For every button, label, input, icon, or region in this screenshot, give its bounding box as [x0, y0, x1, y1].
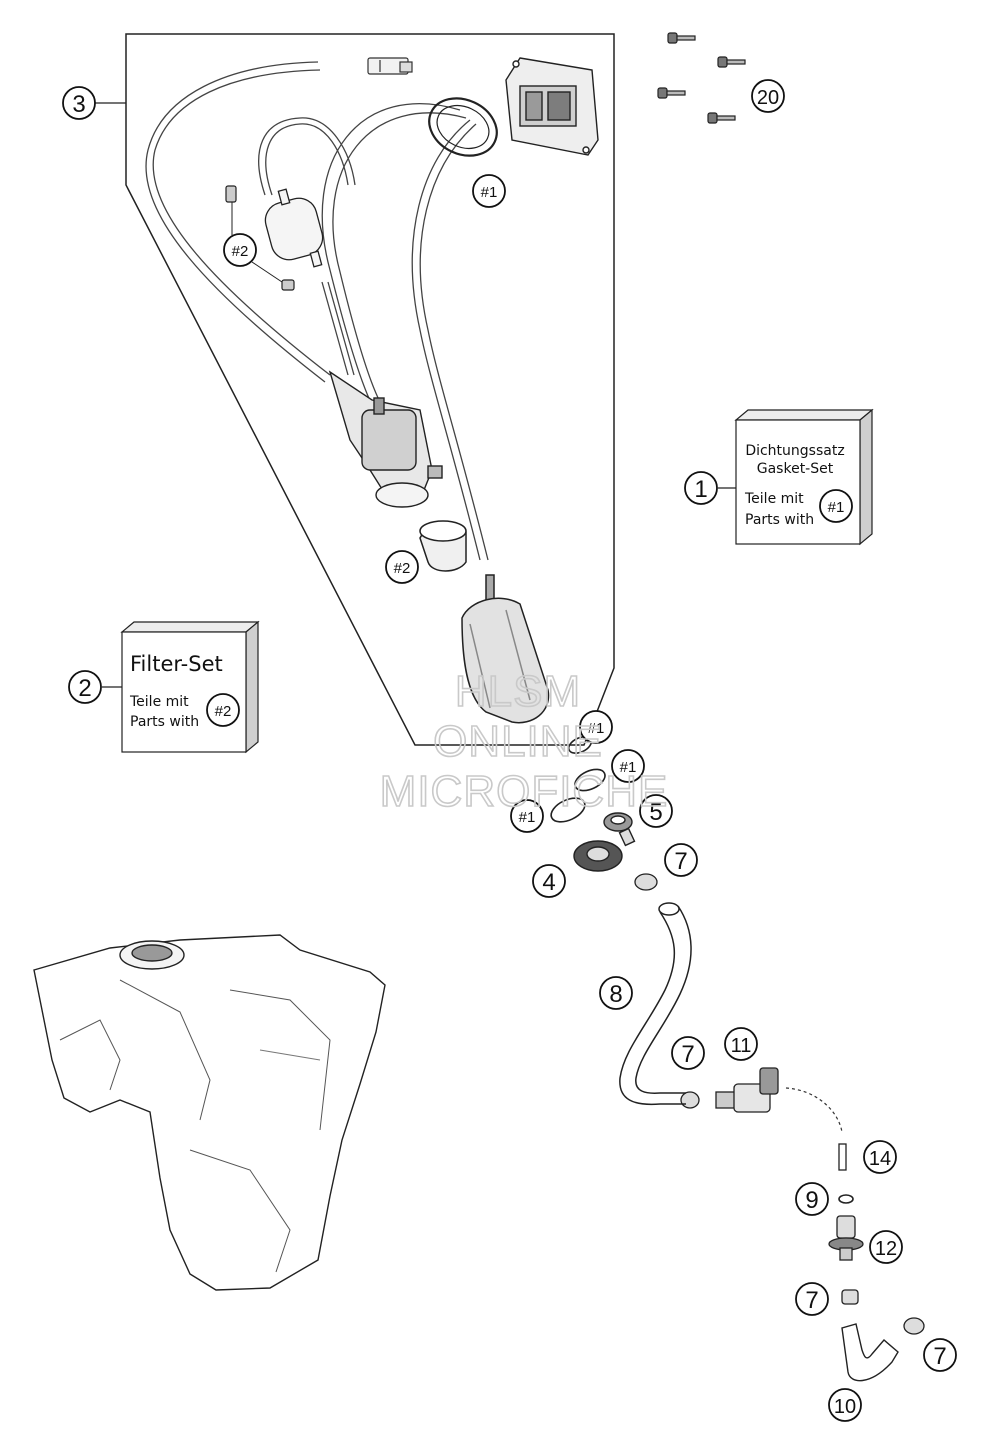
grommet-part — [603, 812, 636, 847]
quick-connector — [715, 1067, 779, 1113]
svg-text:#2: #2 — [394, 560, 411, 577]
gasket-box-line3: Teile mit — [744, 491, 804, 507]
svg-text:5: 5 — [649, 799, 662, 826]
gasket-box-line1: Dichtungssatz — [745, 443, 844, 459]
callout-7-d: 7 — [923, 1338, 957, 1372]
filter-box-line1: Teile mit — [129, 694, 189, 710]
callout-12: 12 — [869, 1230, 903, 1264]
filter-box-title: Filter-Set — [130, 652, 223, 676]
callout-7-a: 7 — [664, 843, 698, 877]
callout-hash2-filter: #2 — [223, 202, 283, 283]
svg-text:20: 20 — [757, 87, 779, 109]
svg-text:12: 12 — [875, 1238, 897, 1260]
callout-11: 11 — [724, 1027, 758, 1061]
svg-text:7: 7 — [933, 1343, 946, 1370]
svg-text:14: 14 — [869, 1148, 891, 1170]
filter-clips — [225, 185, 295, 291]
hose-nipple — [828, 1215, 864, 1261]
svg-text:9: 9 — [805, 1187, 818, 1214]
gasket-box-line2: Gasket-Set — [757, 461, 834, 477]
pump-flange — [505, 57, 599, 156]
watermark-line1: HLSM — [455, 667, 581, 716]
callout-8: 8 — [599, 976, 633, 1010]
callout-5: 5 — [639, 794, 673, 828]
callout-1: 1 — [684, 471, 718, 505]
callout-14: 14 — [863, 1140, 897, 1174]
fuel-tank — [33, 934, 386, 1291]
callout-hash1-c: #1 — [510, 799, 544, 833]
svg-text:3: 3 — [72, 91, 85, 118]
elbow-hose — [841, 1323, 899, 1382]
pump-housing — [461, 574, 550, 724]
svg-text:8: 8 — [609, 981, 622, 1008]
callout-7-c: 7 — [795, 1282, 829, 1316]
fuel-pump-wiring — [145, 61, 489, 561]
callout-hash1-a: #1 — [579, 710, 613, 744]
callout-10: 10 — [828, 1388, 862, 1422]
fuel-pump — [328, 370, 443, 508]
connector-link — [785, 1087, 843, 1133]
callout-2: 2 — [68, 670, 102, 704]
filter-box-ref-circle — [206, 693, 240, 727]
svg-text:10: 10 — [834, 1396, 856, 1418]
callout-hash2-strainer: #2 — [385, 550, 419, 584]
gasket-set-package — [734, 408, 874, 546]
callout-4: 4 — [532, 864, 566, 898]
svg-text:4: 4 — [542, 869, 555, 896]
svg-text:#1: #1 — [588, 720, 605, 737]
svg-text:#1: #1 — [481, 184, 498, 201]
pump-strainer — [419, 520, 467, 572]
flange-seal — [573, 840, 623, 872]
watermark-line2: ONLINE — [433, 717, 603, 766]
flange-gasket — [428, 97, 498, 157]
small-o-ring — [838, 1194, 854, 1204]
callout-hash1-b: #1 — [611, 749, 645, 783]
wire-connector — [367, 57, 413, 75]
inline-fuel-filter — [264, 188, 324, 268]
fuel-hose — [619, 902, 692, 1106]
svg-text:7: 7 — [805, 1287, 818, 1314]
callout-7-b: 7 — [671, 1036, 705, 1070]
gasket-box-ref-circle — [819, 489, 853, 523]
filter-box-line2: Parts with — [130, 714, 199, 730]
callout-3: 3 — [62, 86, 96, 120]
callout-hash1-gasket: #1 — [472, 174, 506, 208]
svg-text:7: 7 — [681, 1041, 694, 1068]
bolt-set — [657, 32, 746, 124]
svg-text:#1: #1 — [620, 759, 637, 776]
filter-set-package — [120, 620, 260, 754]
gasket-box-line4: Parts with — [745, 512, 814, 528]
svg-text:#1: #1 — [519, 809, 536, 826]
screw-pin — [838, 1143, 847, 1171]
svg-text:11: 11 — [731, 1035, 752, 1057]
svg-text:1: 1 — [694, 476, 707, 503]
svg-text:7: 7 — [674, 848, 687, 875]
svg-text:#2: #2 — [232, 243, 249, 260]
filter-box-ref: #2 — [215, 703, 232, 720]
gasket-box-ref: #1 — [828, 499, 845, 516]
callout-20: 20 — [751, 79, 785, 113]
callout-9: 9 — [795, 1182, 829, 1216]
svg-text:2: 2 — [78, 675, 91, 702]
watermark-line3: MICROFICHE — [380, 767, 669, 816]
assembly-outline — [125, 33, 615, 746]
